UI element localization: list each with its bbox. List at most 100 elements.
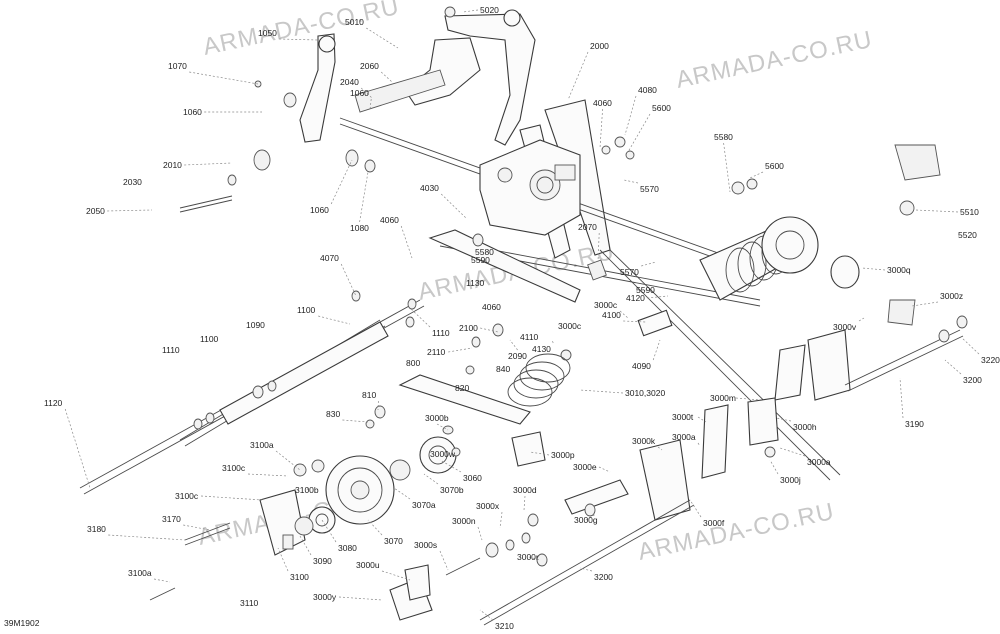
part-callout: 3110 — [240, 598, 259, 608]
leader-line — [647, 295, 669, 299]
part-callout: 5580 — [475, 247, 494, 257]
leader-line — [657, 446, 663, 451]
part-callout: 3000c — [558, 321, 582, 331]
part-callout: 1100 — [297, 305, 316, 315]
center-spring — [365, 309, 673, 429]
leader-line — [567, 51, 589, 101]
leader-line — [477, 526, 483, 541]
leader-line — [509, 339, 518, 351]
part-callout: 1060 — [310, 205, 329, 215]
leader-line — [599, 108, 603, 149]
part-callout: 1080 — [350, 223, 369, 233]
leader-line — [623, 179, 639, 184]
part-callout: 3170 — [162, 514, 181, 524]
leader-line — [689, 499, 702, 518]
part-callout: 5590 — [471, 255, 490, 265]
rear-axle-assembly — [774, 299, 968, 401]
part-callout: 3100 — [290, 572, 309, 582]
leader-line — [961, 337, 980, 355]
part-callout: 3070 — [384, 536, 403, 546]
part-callout: 5520 — [958, 230, 977, 240]
part-callout: 2000 — [590, 41, 609, 51]
leader-line — [697, 416, 707, 423]
rear-shock-spring — [699, 178, 860, 301]
leader-line — [528, 556, 541, 561]
part-callout: 2100 — [459, 323, 478, 333]
part-callout: 800 — [406, 358, 420, 368]
leader-line — [769, 459, 779, 475]
leader-line — [579, 389, 624, 394]
part-callout: 3000x — [476, 501, 500, 511]
leader-lines — [64, 9, 980, 621]
leader-line — [652, 339, 661, 361]
part-callout: 3000p — [551, 450, 575, 460]
part-callout: 2090 — [508, 351, 527, 361]
part-callout: 4110 — [520, 332, 539, 342]
part-callout: 3100a — [128, 568, 152, 578]
part-callout: 3000s — [414, 540, 437, 550]
leader-line — [369, 98, 372, 111]
leader-line — [861, 267, 886, 271]
part-callout: 2050 — [86, 206, 105, 216]
part-callout: 3000n — [452, 516, 476, 526]
leader-line — [318, 315, 351, 325]
leader-line — [480, 327, 499, 333]
leader-line — [598, 466, 611, 473]
lower-left-link — [149, 459, 336, 601]
part-callout: 3200 — [963, 375, 982, 385]
leader-line — [585, 513, 597, 521]
leader-line — [342, 419, 369, 423]
watermark-text: ARMADA-CO.RU — [201, 0, 402, 61]
part-callout: 5020 — [480, 5, 499, 15]
leader-line — [462, 9, 479, 13]
part-callout: 3220 — [981, 355, 1000, 365]
leader-line — [338, 596, 383, 601]
part-callout: 3000w — [430, 449, 456, 459]
part-callout: 5600 — [765, 161, 784, 171]
leader-line — [624, 95, 637, 136]
leader-line — [915, 209, 959, 213]
part-callout: 2060 — [360, 61, 379, 71]
part-callout: 4070 — [320, 253, 339, 263]
part-callout: 3000q — [887, 265, 911, 275]
left-shafts — [79, 290, 425, 495]
part-callout: 4090 — [632, 361, 651, 371]
leader-line — [439, 459, 462, 473]
leader-line — [749, 171, 764, 179]
part-callout: 3070a — [412, 500, 436, 510]
part-callout: 4060 — [593, 98, 612, 108]
part-callout: 5600 — [652, 103, 671, 113]
pivot-link — [179, 33, 376, 213]
part-callout: 4120 — [626, 293, 645, 303]
part-callout: 2010 — [163, 160, 182, 170]
leader-line — [775, 417, 792, 422]
part-callout: 3000u — [356, 560, 380, 570]
leader-line — [279, 38, 319, 41]
part-callout: 3000y — [313, 592, 337, 602]
part-callout: 3000k — [632, 436, 656, 446]
leader-line — [944, 359, 962, 375]
part-callout: 3000b — [425, 413, 449, 423]
leader-line — [64, 408, 91, 489]
leader-line — [641, 261, 657, 267]
part-callout: 4060 — [482, 302, 501, 312]
part-callout: 3000a — [807, 457, 831, 467]
parts-drawing — [79, 6, 968, 626]
leader-line — [697, 442, 701, 447]
part-callout: 1130 — [466, 278, 485, 288]
part-callout: 3000t — [672, 412, 694, 422]
part-callout: 4100 — [602, 310, 621, 320]
leader-line — [247, 473, 289, 477]
part-callout: 1120 — [44, 398, 63, 408]
part-callout: 3000g — [574, 515, 598, 525]
leader-line — [735, 397, 761, 401]
leader-line — [479, 609, 494, 621]
part-callout: 810 — [362, 390, 376, 400]
part-callout: 1090 — [246, 320, 265, 330]
part-callout: 5010 — [345, 17, 364, 27]
leader-line — [911, 301, 939, 307]
leader-line — [393, 487, 411, 500]
part-callout: 3090 — [313, 556, 332, 566]
leader-line — [277, 547, 289, 572]
